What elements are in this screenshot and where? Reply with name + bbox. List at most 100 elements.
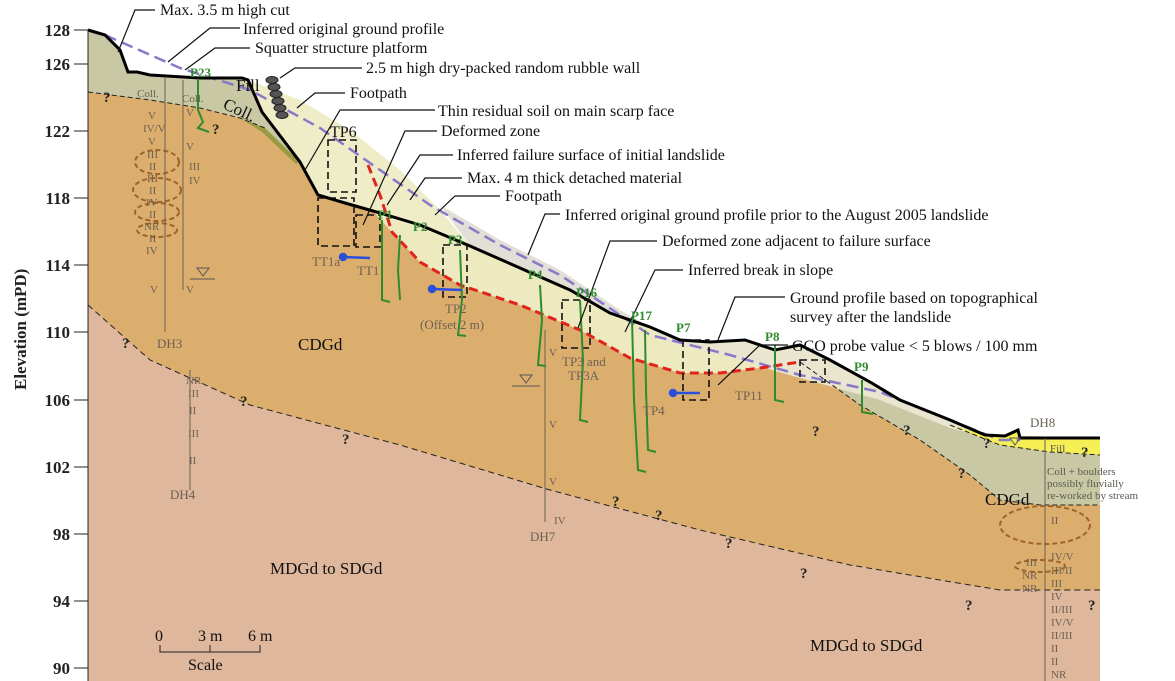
y-tick-label: 90 <box>53 659 70 678</box>
svg-text:IV/V: IV/V <box>1051 617 1074 629</box>
scarp-debris <box>248 80 470 246</box>
unit-label-coll: Coll. <box>137 88 159 100</box>
y-axis-title: Elevation (mPD) <box>11 269 30 390</box>
svg-text:IV: IV <box>189 175 201 187</box>
svg-text:II: II <box>149 209 157 221</box>
pit-label: TP2 <box>445 301 467 316</box>
colluvium-boundary <box>87 91 266 129</box>
callout-deformed-zone: Deformed zone <box>441 123 540 140</box>
callout-original-profile-2005: Inferred original ground profile prior t… <box>565 207 988 224</box>
y-tick-label: 102 <box>45 458 71 477</box>
svg-text:II/III: II/III <box>1051 630 1073 642</box>
piezometer-label: P8 <box>765 329 780 344</box>
callout-rubble-wall: 2.5 m high dry-packed random rubble wall <box>366 60 641 77</box>
svg-text:?: ? <box>903 423 911 439</box>
callout-gco-probe: GCO probe value < 5 blows / 100 mm <box>792 338 1038 355</box>
svg-text:V: V <box>549 419 557 431</box>
svg-text:NR: NR <box>1022 583 1038 595</box>
svg-text:II: II <box>149 233 157 245</box>
svg-text:?: ? <box>958 466 966 482</box>
callout-leaders <box>117 9 788 386</box>
trial-pits <box>317 139 826 401</box>
svg-text:IV: IV <box>146 245 158 257</box>
y-tick-label: 122 <box>45 122 71 141</box>
y-tick-label: 94 <box>53 592 71 611</box>
svg-text:V: V <box>549 347 557 359</box>
y-tick-label: 126 <box>45 55 71 74</box>
svg-text:?: ? <box>122 336 130 352</box>
failure-surface <box>366 164 801 375</box>
fill-layer <box>950 425 1100 455</box>
piezometer-label: P9 <box>854 359 869 374</box>
rubble-wall-icon <box>265 76 289 119</box>
borehole-lines <box>164 78 1046 681</box>
svg-text:III: III <box>1026 557 1037 569</box>
svg-text:?: ? <box>812 424 820 440</box>
piezometer-label: P23 <box>190 65 211 80</box>
borehole-label: DH4 <box>170 487 196 502</box>
coll-boulders-note: Coll + boulders <box>1047 466 1116 478</box>
svg-text:II: II <box>149 185 157 197</box>
svg-text:II: II <box>1051 643 1059 655</box>
piezometer-label: P4 <box>528 267 543 282</box>
y-tick-label: 114 <box>45 256 70 275</box>
scale-label: Scale <box>188 657 223 674</box>
unit-label-cdgd: CDGd <box>298 335 343 354</box>
callout-original-ground: Inferred original ground profile <box>243 21 444 38</box>
borehole-label: DH8 <box>1030 415 1055 430</box>
svg-text:V: V <box>186 141 194 153</box>
scale-tick-label: 3 m <box>198 628 223 645</box>
svg-text:IV/V: IV/V <box>1051 551 1074 563</box>
dh7-grades: V V V IV <box>549 347 566 527</box>
unit-label-cdgd: CDGd <box>985 490 1030 509</box>
unit-label-coll: Coll. <box>182 93 204 105</box>
pit-label: TP4 <box>643 403 665 418</box>
hatched-original-ground <box>440 205 650 327</box>
probe-arrows <box>338 252 700 398</box>
scale-tick-label: 0 <box>155 628 163 645</box>
unit-label-fill: Fill <box>236 76 260 95</box>
svg-text:V: V <box>549 476 557 488</box>
dh8-grades: II IV/V III/II III IV II/III IV/V II/III… <box>1022 515 1074 681</box>
piezometer-label: P3 <box>448 232 463 247</box>
pit-label: TT1 <box>357 263 379 278</box>
scale-tick-label: 6 m <box>248 628 273 645</box>
svg-text:III: III <box>147 173 158 185</box>
y-tick-label: 110 <box>45 323 70 342</box>
y-axis-ticks <box>74 29 88 669</box>
callout-break-in-slope: Inferred break in slope <box>688 262 833 279</box>
y-tick-label: 106 <box>45 391 71 410</box>
piezometer-label: P2 <box>413 219 427 234</box>
unit-label-fill: Fill <box>1050 443 1065 455</box>
svg-text:V: V <box>186 284 194 296</box>
svg-text:NR: NR <box>1022 570 1038 582</box>
callout-squatter-platform: Squatter structure platform <box>255 40 428 57</box>
svg-text:?: ? <box>103 90 111 106</box>
colluvium-boundary-lower <box>799 361 1100 506</box>
svg-text:IV: IV <box>1051 591 1063 603</box>
colluvium-layer-upper <box>88 30 300 162</box>
coll-boulders-note: possibly fluvially <box>1047 478 1124 490</box>
svg-text:II: II <box>149 161 157 173</box>
svg-text:NR: NR <box>1051 669 1067 681</box>
svg-text:?: ? <box>655 508 663 524</box>
pit-label: TT1a <box>312 254 340 269</box>
svg-text:?: ? <box>1088 598 1096 614</box>
callout-detached-material: Max. 4 m thick detached material <box>467 170 683 187</box>
piezometer-traces <box>196 80 874 473</box>
svg-text:II: II <box>189 405 197 417</box>
cdgd-layer <box>88 92 1100 590</box>
y-tick-label: 118 <box>45 189 70 208</box>
thin-residual-soil <box>240 118 300 164</box>
svg-text:NR: NR <box>144 221 160 233</box>
dh3-grades: V IV/V V III II III II IV II NR II IV V … <box>143 107 201 296</box>
svg-text:NR: NR <box>186 375 202 387</box>
svg-text:III: III <box>189 161 200 173</box>
callout-deformed-zone-adjacent: Deformed zone adjacent to failure surfac… <box>662 233 931 250</box>
piezometer-label: P1 <box>378 207 392 222</box>
svg-text:III: III <box>1051 578 1062 590</box>
svg-text:?: ? <box>725 536 733 552</box>
y-tick-label: 128 <box>45 21 71 40</box>
callout-footpath-upper: Footpath <box>350 85 407 102</box>
svg-text:IV/V: IV/V <box>143 123 166 135</box>
